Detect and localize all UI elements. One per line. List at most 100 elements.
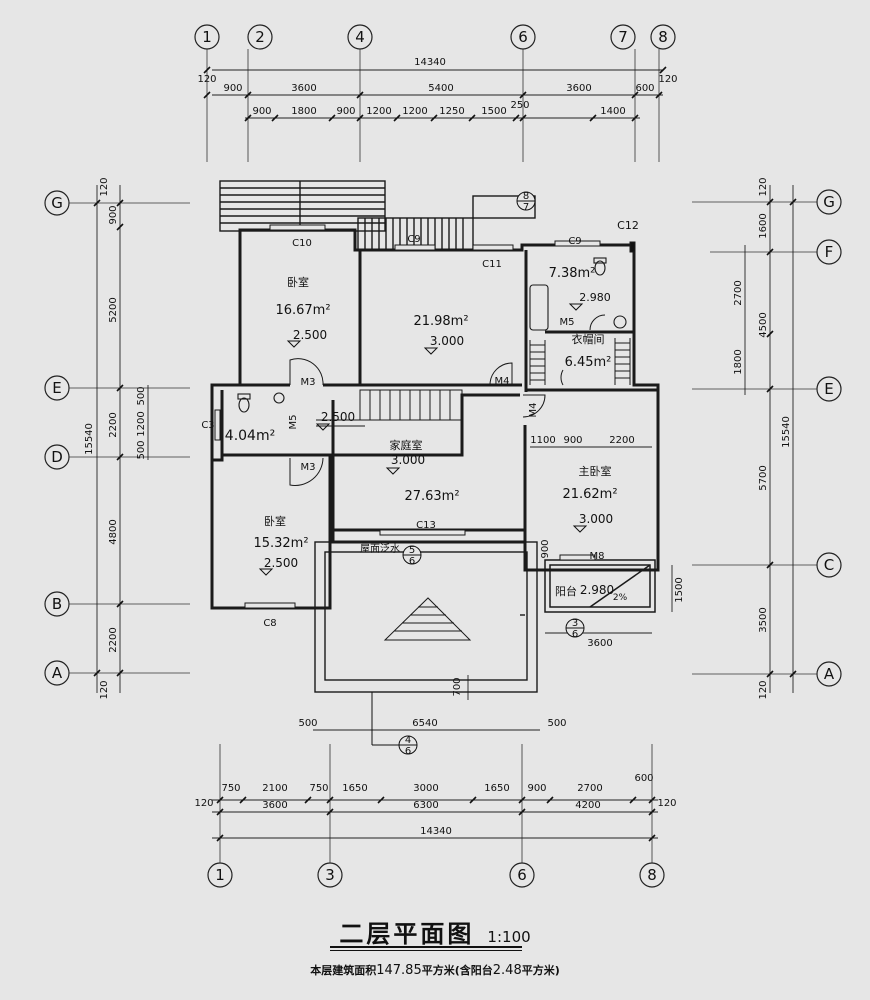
grid-lines xyxy=(69,49,817,863)
door-mark: M5 xyxy=(560,317,575,328)
dim-value: 6300 xyxy=(413,800,438,811)
area-note-balcony: 2.48 xyxy=(492,963,522,978)
room-name: 阳台 xyxy=(555,584,577,598)
detail-num: 8 xyxy=(523,191,529,202)
dimension-ticks xyxy=(93,66,797,842)
room-level: 3.000 xyxy=(430,334,464,348)
window-mark: C11 xyxy=(482,259,502,270)
room-area: 21.62m² xyxy=(562,487,617,502)
door-mark: M3 xyxy=(301,462,316,473)
detail-callout: 5 6 xyxy=(402,545,422,567)
dim-value: 3600 xyxy=(587,638,612,649)
detail-callout: 4 6 xyxy=(371,692,418,757)
toilet-tank xyxy=(593,257,607,264)
dim-value: 120 xyxy=(99,680,110,699)
room-name: 卧室 xyxy=(264,514,286,528)
dim-value: 1600 xyxy=(758,213,769,238)
axis-bubble-1: 1 xyxy=(194,24,220,50)
room-area: 21.98m² xyxy=(413,314,468,329)
detail-callouts: 8 7 5 6 3 6 4 6 xyxy=(371,191,585,757)
room-level: 3.000 xyxy=(391,453,425,467)
room-level: 2.980 xyxy=(579,291,611,304)
axis-label: G xyxy=(823,193,835,211)
balcony xyxy=(544,559,656,613)
dim-value: 120 xyxy=(194,798,213,809)
axis-bubble-E: E xyxy=(816,376,842,402)
axis-bubble-G: G xyxy=(44,190,70,216)
dim-bottom-total: 14340 xyxy=(420,826,452,837)
room-north-hall: 21.98m² 3.000 xyxy=(413,314,469,355)
bathtub xyxy=(529,284,549,331)
dim-value: 1200 xyxy=(366,106,391,117)
room-area: 4.04m² xyxy=(225,428,275,444)
dim-value: 900 xyxy=(252,106,271,117)
dim-value: 250 xyxy=(510,100,529,111)
axis-label: 7 xyxy=(618,28,628,46)
area-note-value: 147.85 xyxy=(376,963,422,978)
area-note: 本层建筑面积147.85平方米(含阳台2.48平方米) xyxy=(0,962,870,978)
dim-value: 2200 xyxy=(609,435,634,446)
detail-num: 5 xyxy=(409,545,415,556)
room-labels: 卧室 16.67m² 2.500 21.98m² 3.000 7.38m² 2.… xyxy=(225,266,618,598)
dim-value: 1400 xyxy=(600,106,625,117)
detail-den: 6 xyxy=(572,629,578,640)
axis-bubble-D: D xyxy=(44,444,70,470)
dim-value: 900 xyxy=(108,205,119,224)
room-area: 7.38m² xyxy=(549,266,596,281)
room-master-bedroom: 主卧室 21.62m² 3.000 xyxy=(562,464,618,533)
dim-value: 1100 xyxy=(530,435,555,446)
axis-label: 2 xyxy=(255,28,265,46)
dim-value: 3600 xyxy=(566,83,591,94)
dim-value: 2200 xyxy=(108,627,119,652)
axis-label: A xyxy=(52,664,63,682)
dim-value: 1500 xyxy=(481,106,506,117)
axis-bubble-4: 4 xyxy=(347,24,373,50)
room-level: 2.980 xyxy=(580,583,614,597)
dim-value: 120 xyxy=(658,74,677,85)
toilet xyxy=(594,260,606,276)
dim-value: 3500 xyxy=(758,607,769,632)
axis-bubbles-bottom: 1 3 6 8 xyxy=(207,862,665,888)
area-note-suffix: 平方米) xyxy=(521,964,560,977)
window-mark: C12 xyxy=(617,219,639,232)
dim-value: 1650 xyxy=(484,783,509,794)
window-mark: C10 xyxy=(292,238,312,249)
axis-label: 8 xyxy=(658,28,668,46)
door-mark: M5 xyxy=(288,415,299,430)
axis-label: 3 xyxy=(325,866,335,884)
dim-value: 600 xyxy=(634,773,653,784)
axis-label: D xyxy=(51,448,63,466)
axis-label: E xyxy=(52,379,61,397)
axis-label: E xyxy=(824,380,833,398)
dim-value: 5200 xyxy=(108,297,119,322)
dim-value: 120 xyxy=(657,798,676,809)
door-mark: M3 xyxy=(301,377,316,388)
axis-bubble-A: A xyxy=(816,661,842,687)
dim-value: 2200 xyxy=(108,412,119,437)
roof-flashing-label: 屋面泛水 xyxy=(360,543,400,555)
building-walls xyxy=(210,228,660,610)
detail-den: 6 xyxy=(405,746,411,757)
dimension-text-right: 120 1600 2700 1800 5700 3500 120 4500 15… xyxy=(733,177,792,699)
window-marks xyxy=(214,224,636,609)
axis-label: C xyxy=(824,556,834,574)
washbasin xyxy=(613,315,627,329)
bathroom-fixtures xyxy=(237,257,627,413)
window-mark: C9 xyxy=(407,234,420,245)
room-level: 2.500 xyxy=(293,328,327,342)
room-second-bath: 4.04m² 2.500 xyxy=(225,410,355,444)
room-name: 家庭室 xyxy=(390,438,423,452)
dim-left-total: 15540 xyxy=(84,423,95,455)
slope-label: 2% xyxy=(613,593,628,603)
dim-value: 3000 xyxy=(413,783,438,794)
roof-ridge xyxy=(383,597,472,641)
dim-value: 6540 xyxy=(412,718,437,729)
dimension-text-bottom: 750 2100 750 1650 3000 1650 900 2700 600… xyxy=(194,773,676,837)
window-mark: C9 xyxy=(568,236,581,247)
axis-label: 1 xyxy=(215,866,225,884)
axis-bubble-E: E xyxy=(44,375,70,401)
detail-den: 7 xyxy=(523,202,529,213)
door-mark: M8 xyxy=(590,551,605,562)
axis-label: A xyxy=(824,665,835,683)
